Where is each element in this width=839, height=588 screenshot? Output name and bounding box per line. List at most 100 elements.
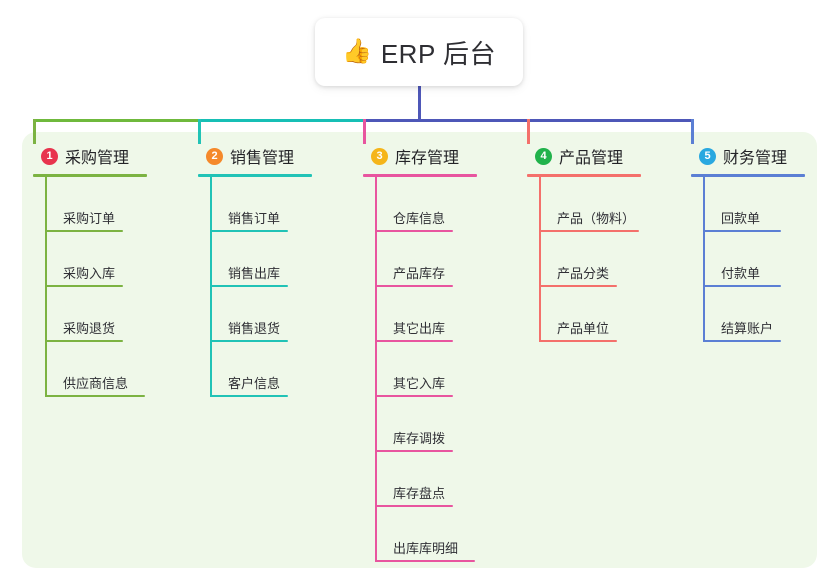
leaf-rule — [375, 560, 475, 562]
category-header-4[interactable]: 4 产品管理 — [527, 144, 677, 168]
category-title-5: 财务管理 — [723, 150, 788, 167]
leaf-label: 客户信息 — [228, 376, 281, 391]
category-rule-4 — [527, 174, 641, 177]
bus-drop-1 — [33, 119, 36, 144]
leaf-spine-3 — [375, 177, 377, 562]
category-rule-3 — [363, 174, 477, 177]
leaf-item[interactable]: 客户信息 — [210, 342, 348, 397]
leaf-item[interactable]: 库存盘点 — [375, 452, 513, 507]
leaf-rule — [539, 230, 639, 232]
category-rule-1 — [33, 174, 147, 177]
category-header-2[interactable]: 2 销售管理 — [198, 144, 348, 168]
leaf-label: 产品分类 — [557, 266, 610, 281]
bus-drop-2 — [198, 119, 201, 144]
category-title-3: 库存管理 — [395, 150, 460, 167]
leaf-list-5: 回款单付款单结算账户 — [703, 177, 839, 342]
category-badge-4: 4 — [535, 147, 552, 165]
leaf-rule — [539, 340, 617, 342]
leaf-item[interactable]: 仓库信息 — [375, 177, 513, 232]
bus-segment-green — [33, 119, 200, 122]
leaf-spine-5 — [703, 177, 705, 342]
leaf-item[interactable]: 采购订单 — [45, 177, 183, 232]
leaf-item[interactable]: 库存调拨 — [375, 397, 513, 452]
leaf-rule — [45, 395, 145, 397]
leaf-label: 付款单 — [721, 266, 761, 281]
leaf-label: 结算账户 — [721, 321, 774, 336]
leaf-rule — [703, 340, 781, 342]
leaf-item[interactable]: 产品单位 — [539, 287, 677, 342]
leaf-list-2: 销售订单销售出库销售退货客户信息 — [210, 177, 348, 397]
diagram-panel — [22, 132, 817, 568]
leaf-item[interactable]: 产品分类 — [539, 232, 677, 287]
leaf-rule — [375, 230, 453, 232]
leaf-item[interactable]: 其它入库 — [375, 342, 513, 397]
leaf-label: 销售退货 — [228, 321, 281, 336]
leaf-label: 采购退货 — [63, 321, 116, 336]
leaf-item[interactable]: 采购入库 — [45, 232, 183, 287]
leaf-rule — [210, 285, 288, 287]
leaf-rule — [375, 340, 453, 342]
leaf-rule — [375, 395, 453, 397]
category-badge-1: 1 — [41, 147, 58, 165]
leaf-item[interactable]: 供应商信息 — [45, 342, 183, 397]
leaf-list-3: 仓库信息产品库存其它出库其它入库库存调拨库存盘点出库库明细 — [375, 177, 513, 562]
leaf-rule — [375, 285, 453, 287]
leaf-list-1: 采购订单采购入库采购退货供应商信息 — [45, 177, 183, 397]
leaf-item[interactable]: 付款单 — [703, 232, 839, 287]
leaf-label: 供应商信息 — [63, 376, 129, 391]
category-column-3: 3 库存管理仓库信息产品库存其它出库其它入库库存调拨库存盘点出库库明细 — [363, 144, 513, 562]
leaf-label: 采购订单 — [63, 211, 116, 226]
leaf-label: 销售出库 — [228, 266, 281, 281]
category-rule-5 — [691, 174, 805, 177]
leaf-rule — [210, 395, 288, 397]
leaf-label: 采购入库 — [63, 266, 116, 281]
category-column-1: 1 采购管理采购订单采购入库采购退货供应商信息 — [33, 144, 183, 397]
leaf-item[interactable]: 销售出库 — [210, 232, 348, 287]
bus-drop-4 — [527, 119, 530, 144]
leaf-item[interactable]: 产品库存 — [375, 232, 513, 287]
leaf-label: 库存盘点 — [393, 486, 446, 501]
leaf-rule — [45, 230, 123, 232]
leaf-rule — [539, 285, 617, 287]
leaf-item[interactable]: 销售订单 — [210, 177, 348, 232]
leaf-label: 其它入库 — [393, 376, 446, 391]
leaf-label: 其它出库 — [393, 321, 446, 336]
leaf-item[interactable]: 回款单 — [703, 177, 839, 232]
leaf-rule — [210, 340, 288, 342]
category-rule-2 — [198, 174, 312, 177]
leaf-item[interactable]: 产品（物料） — [539, 177, 677, 232]
leaf-rule — [375, 450, 453, 452]
leaf-item[interactable]: 出库库明细 — [375, 507, 513, 562]
leaf-rule — [45, 285, 123, 287]
category-header-1[interactable]: 1 采购管理 — [33, 144, 183, 168]
leaf-item[interactable]: 结算账户 — [703, 287, 839, 342]
category-title-1: 采购管理 — [65, 150, 130, 167]
leaf-label: 回款单 — [721, 211, 761, 226]
category-title-2: 销售管理 — [230, 150, 295, 167]
category-badge-3: 3 — [371, 147, 388, 165]
category-column-4: 4 产品管理产品（物料） 产品分类产品单位 — [527, 144, 677, 342]
bus-segment-teal — [198, 119, 365, 122]
category-title-4: 产品管理 — [559, 150, 624, 167]
leaf-spine-2 — [210, 177, 212, 397]
category-header-3[interactable]: 3 库存管理 — [363, 144, 513, 168]
leaf-rule — [375, 505, 453, 507]
leaf-label: 销售订单 — [228, 211, 281, 226]
leaf-item[interactable]: 采购退货 — [45, 287, 183, 342]
leaf-rule — [703, 230, 781, 232]
bus-drop-5 — [691, 119, 694, 144]
leaf-rule — [210, 230, 288, 232]
bus-drop-3 — [363, 119, 366, 144]
leaf-label: 产品（物料） — [557, 211, 636, 226]
thumbs-up-icon: 👍 — [341, 38, 372, 65]
category-badge-2: 2 — [206, 147, 223, 165]
leaf-label: 仓库信息 — [393, 211, 446, 226]
root-stem — [418, 86, 421, 122]
category-column-2: 2 销售管理销售订单销售出库销售退货客户信息 — [198, 144, 348, 397]
leaf-item[interactable]: 销售退货 — [210, 287, 348, 342]
leaf-list-4: 产品（物料） 产品分类产品单位 — [539, 177, 677, 342]
leaf-item[interactable]: 其它出库 — [375, 287, 513, 342]
root-node[interactable]: 👍 ERP 后台 — [315, 18, 523, 86]
